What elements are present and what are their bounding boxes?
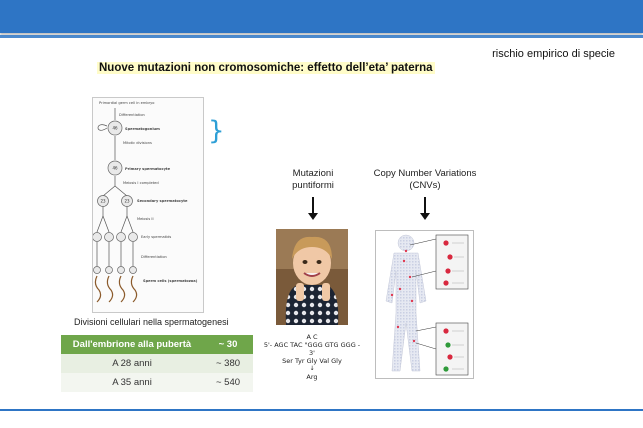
table-row: A 35 anni ~ 540 [61,373,253,392]
table-header-label: Dall'embrione alla pubertà [61,335,203,354]
brace-icon: } [208,116,225,146]
table-cell-value: ~ 540 [203,373,253,392]
svg-text:46: 46 [112,126,118,131]
svg-text:Primordial germ cell in embryo: Primordial germ cell in embryo [99,101,154,105]
svg-text:Meiosis I completed: Meiosis I completed [123,181,159,185]
svg-text:Secondary spermatocyte: Secondary spermatocyte [137,199,188,203]
svg-text:Differentiation: Differentiation [119,113,145,117]
diagram-caption: Divisioni cellulari nella spermatogenesi [74,317,229,327]
down-arrow-icon [308,197,318,220]
slide-title: Nuove mutazioni non cromosomiche: effett… [97,62,435,74]
svg-text:46: 46 [112,166,118,171]
corner-subtitle: rischio empirico di specie [492,48,615,60]
svg-text:Primary spermatocyte: Primary spermatocyte [125,167,171,171]
table-cell-label: A 35 anni [61,373,203,392]
svg-text:Early spermatids: Early spermatids [141,235,171,239]
svg-text:Mitotic divisions: Mitotic divisions [123,141,152,145]
down-arrow-icon [420,197,430,220]
table-header-row: Dall'embrione alla pubertà ~ 30 [61,335,253,354]
cnv-label: Copy Number Variations (CNVs) [373,168,477,191]
cnv-figure [375,230,474,379]
footer-divider [0,409,643,411]
svg-text:Differentiation: Differentiation [141,255,167,259]
dna-sequence: A C 5'- AGC TAC "GGG GTG GGG - 3' Ser Ty… [263,333,361,381]
cell-division-table: Dall'embrione alla pubertà ~ 30 A 28 ann… [61,335,253,392]
child-photo [276,229,348,325]
point-mutations-label: Mutazioni puntiformi [292,168,334,191]
svg-text:Spermatogonium: Spermatogonium [125,127,160,131]
table-cell-label: A 28 anni [61,354,203,373]
table-cell-value: ~ 380 [203,354,253,373]
svg-text:Meiosis II: Meiosis II [137,217,154,221]
svg-text:23: 23 [100,199,106,204]
spermatogenesis-figure: Primordial germ cell in embryo Different… [93,101,198,303]
header-divider [0,35,643,38]
table-header-value: ~ 30 [203,335,253,354]
spermatogenesis-diagram: Primordial germ cell in embryo Different… [92,97,204,313]
header-bar [0,0,643,33]
svg-text:23: 23 [124,199,130,204]
svg-text:Sperm cells (spermatozoa): Sperm cells (spermatozoa) [143,279,198,283]
table-row: A 28 anni ~ 380 [61,354,253,373]
body-map-figure [385,234,469,376]
